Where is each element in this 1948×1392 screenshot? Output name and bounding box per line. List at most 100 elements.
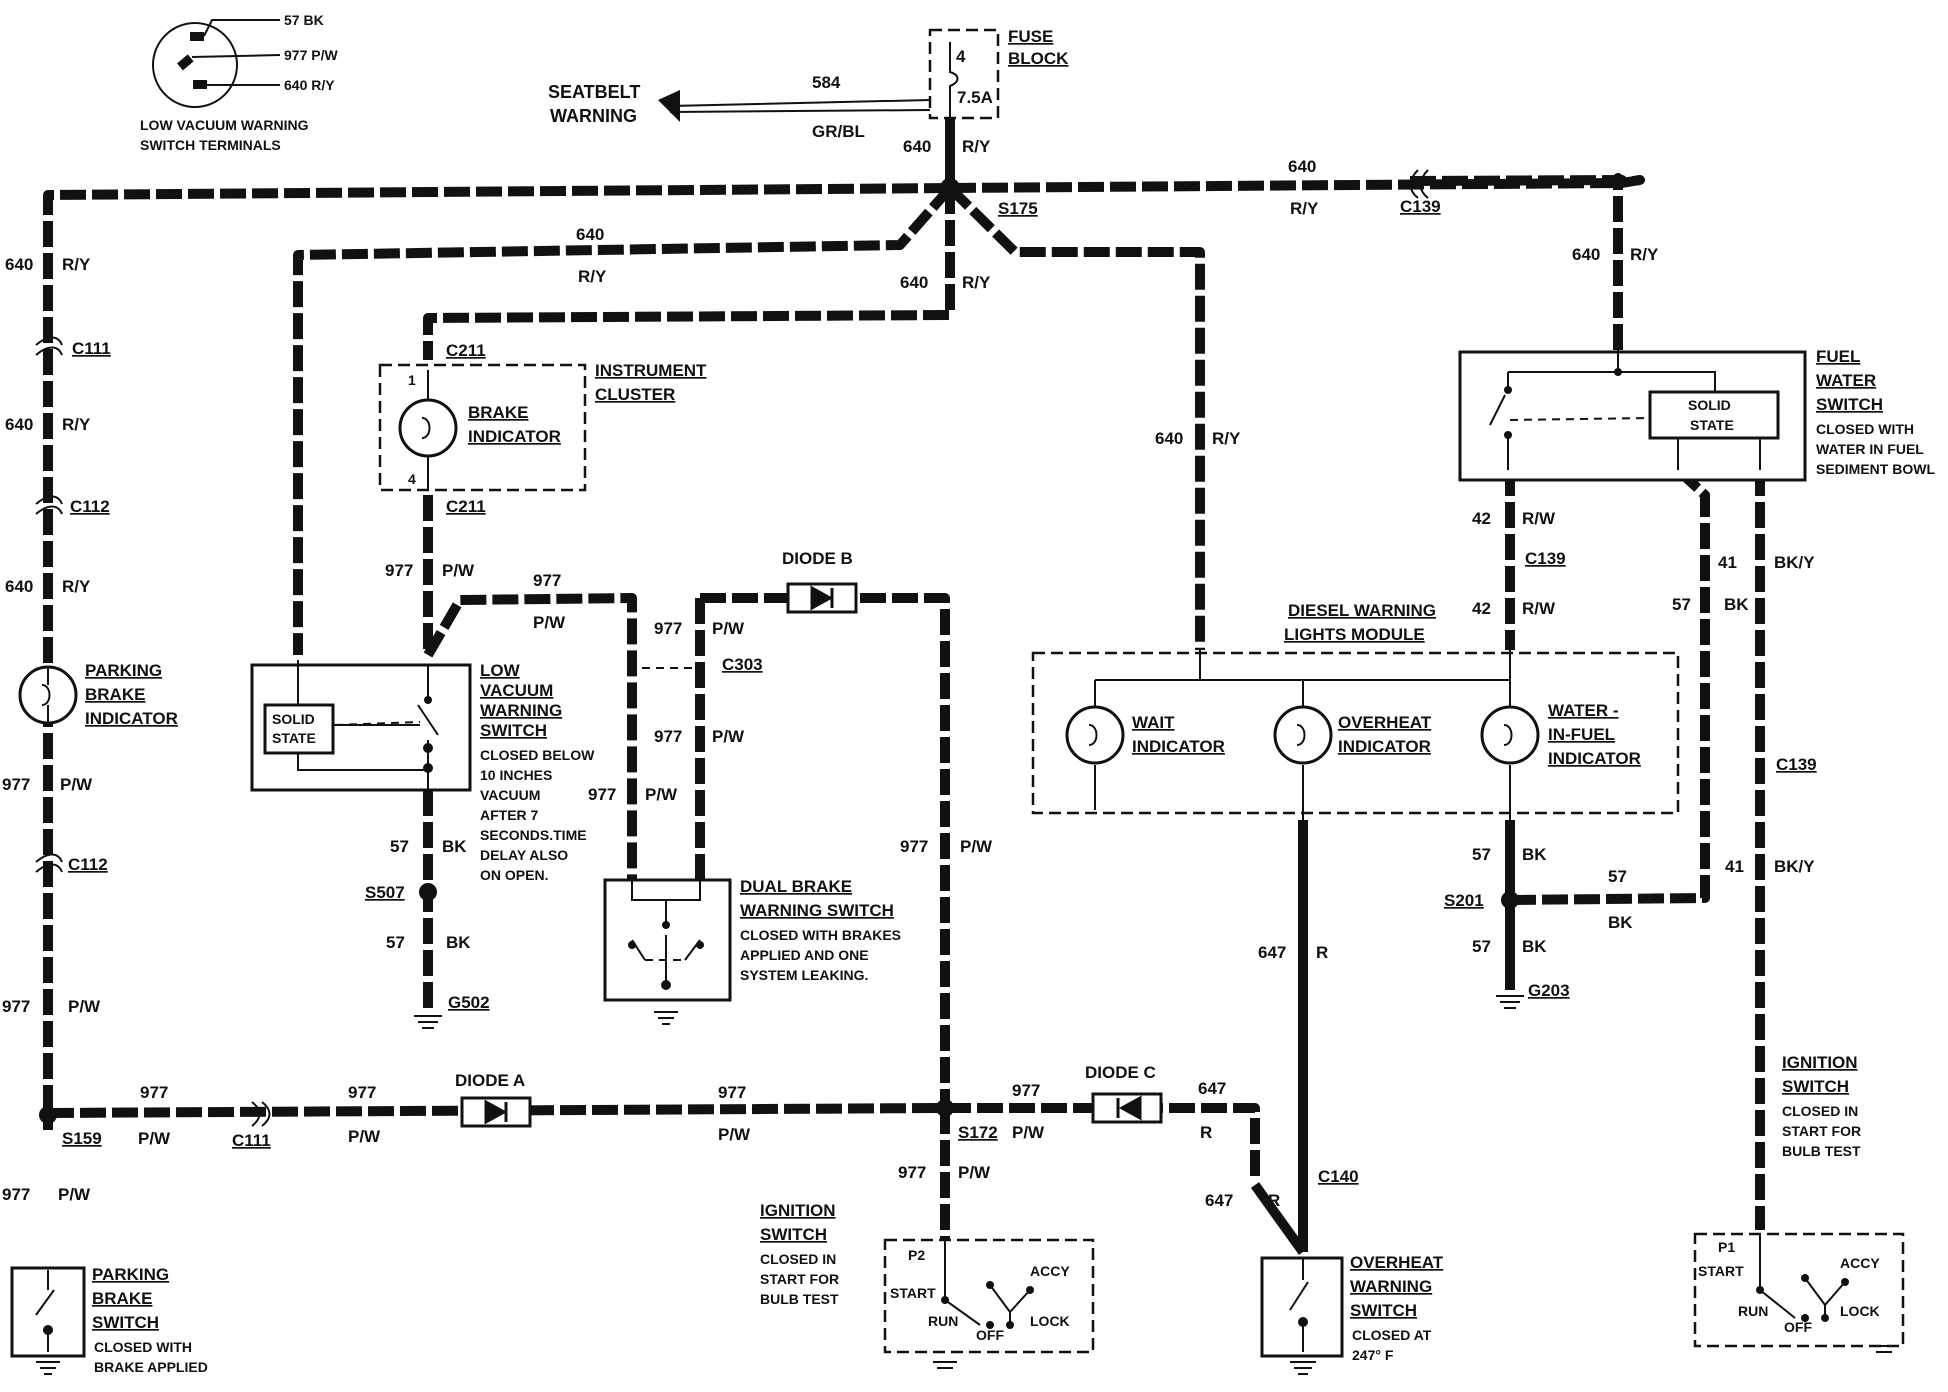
label-pw-left-1: P/W (60, 775, 93, 794)
wire-640-bus-right (949, 173, 1645, 193)
label-41-top: 41 (1718, 553, 1737, 572)
label-640-branch: 640 (576, 225, 604, 244)
diesel-module-line2: LIGHTS MODULE (1284, 625, 1425, 644)
label-977-cluster: 977 (385, 561, 413, 580)
overheat-switch-note-2: 247° F (1352, 1347, 1394, 1363)
low-vac-note-4: AFTER 7 (480, 807, 539, 823)
dual-brake-line2: WARNING SWITCH (740, 901, 894, 920)
label-647-module: 647 (1258, 943, 1286, 962)
low-vac-line1: LOW (480, 661, 521, 680)
cluster-pin-1: 1 (408, 372, 416, 388)
ground-g203-symbol (1496, 995, 1524, 1009)
label-bk-s201: BK (1608, 913, 1633, 932)
label-ry-down: R/Y (962, 273, 991, 292)
label-ry-right: R/Y (1630, 245, 1659, 264)
label-rw-top: R/W (1522, 509, 1556, 528)
parking-brake-indicator-line3: INDICATOR (85, 709, 178, 728)
wire-640-to-fuel-switch-main (1409, 175, 1623, 350)
terminals-caption-line2: SWITCH TERMINALS (140, 137, 281, 153)
label-977-c303-c: 977 (588, 785, 616, 804)
connector-c139-top (1409, 169, 1429, 199)
low-vac-note-5: SECONDS.TIME (480, 827, 587, 843)
ignition-switch-p2: P2 START RUN OFF LOCK ACCY IGNITION SWIT… (760, 1201, 1095, 1369)
label-640-top: 640 (1288, 157, 1316, 176)
label-bk-fuel: BK (1724, 595, 1749, 614)
label-977-diodec: 977 (1012, 1081, 1040, 1100)
low-vacuum-terminals: 57 BK 977 P/W 640 R/Y LOW VACUUM WARNING… (140, 12, 338, 153)
water-indicator-line2: IN-FUEL (1548, 725, 1615, 744)
label-977-c303-top: 977 (533, 571, 561, 590)
dual-brake-line1: DUAL BRAKE (740, 877, 852, 896)
label-41-bottom: 41 (1725, 857, 1744, 876)
parking-brake-switch: PARKING BRAKE SWITCH CLOSED WITH BRAKE A… (10, 1265, 208, 1375)
label-pw-c303-a: P/W (712, 619, 745, 638)
ignition-p1-off: OFF (1784, 1319, 1812, 1335)
diode-c: DIODE C (1085, 1063, 1163, 1124)
ignition-p1-note-2: START FOR (1782, 1123, 1861, 1139)
label-57-lowvac-2: 57 (386, 933, 405, 952)
label-640-fuse: 640 (903, 137, 931, 156)
label-pw-s159: P/W (138, 1129, 171, 1148)
label-647-diodec: 647 (1198, 1079, 1226, 1098)
wire-977-diodeB (700, 593, 950, 1108)
label-bk-g203: BK (1522, 937, 1547, 956)
label-pw-cluster: P/W (442, 561, 475, 580)
parking-switch-note-1: CLOSED WITH (94, 1339, 192, 1355)
wire-584-number: 584 (812, 73, 841, 92)
ignition-p1-note-3: BULB TEST (1782, 1143, 1861, 1159)
ground-g502-symbol (414, 1015, 442, 1029)
fuse-pin-4: 4 (956, 47, 966, 66)
label-640-module: 640 (1155, 429, 1183, 448)
label-pw-left-3: P/W (58, 1185, 91, 1204)
label-977-left-3: 977 (2, 1185, 30, 1204)
label-ry-left-3: R/Y (62, 577, 91, 596)
ignition-p2-off: OFF (976, 1327, 1004, 1343)
water-indicator-line1: WATER - (1548, 701, 1619, 720)
fuel-water-note-3: SEDIMENT BOWL (1816, 461, 1935, 477)
label-57-g203: 57 (1472, 937, 1491, 956)
low-vac-note-2: 10 INCHES (480, 767, 552, 783)
label-pw-c303-top: P/W (533, 613, 566, 632)
parking-brake-indicator-line1: PARKING (85, 661, 162, 680)
fuse-label-line1: FUSE (1008, 27, 1053, 46)
ignition-p2-pin: P2 (908, 1247, 925, 1263)
label-977-p2: 977 (898, 1163, 926, 1182)
label-rw-bottom: R/W (1522, 599, 1556, 618)
low-vac-note-7: ON OPEN. (480, 867, 548, 883)
instrument-cluster: 1 4 BRAKE INDICATOR INSTRUMENT CLUSTER (378, 361, 707, 492)
ignition-p2-lock: LOCK (1030, 1313, 1070, 1329)
label-r-c140: R (1268, 1191, 1280, 1210)
diode-a-label: DIODE A (455, 1071, 525, 1090)
label-977-left-2: 977 (2, 997, 30, 1016)
low-vac-line4: SWITCH (480, 721, 547, 740)
label-57-s201: 57 (1608, 867, 1627, 886)
splice-s172-dot (936, 1099, 954, 1117)
connector-c111-left-label: C111 (72, 339, 111, 358)
terminals-caption-line1: LOW VACUUM WARNING (140, 117, 309, 133)
label-pw-p2: P/W (958, 1163, 991, 1182)
ground-g502-label: G502 (448, 993, 490, 1012)
ignition-p1-pin: P1 (1718, 1239, 1735, 1255)
wire-977-diodeC (945, 1103, 1260, 1180)
ignition-p2-run: RUN (928, 1313, 958, 1329)
connector-c111-bottom-label: C111 (232, 1131, 271, 1150)
low-vac-note-1: CLOSED BELOW (480, 747, 595, 763)
label-pw-c303-c: P/W (645, 785, 678, 804)
connector-c211-bottom-label: C211 (446, 497, 486, 516)
label-pw-bottom-3: P/W (718, 1125, 751, 1144)
dual-brake-switch: DUAL BRAKE WARNING SWITCH CLOSED WITH BR… (603, 877, 901, 1025)
splice-s175-dot (940, 178, 960, 198)
overheat-switch-line3: SWITCH (1350, 1301, 1417, 1320)
diode-b-label: DIODE B (782, 549, 853, 568)
fuse-rating: 7.5A (957, 88, 993, 107)
splice-s201-label: S201 (1444, 891, 1484, 910)
wire-640-branch-cluster (423, 188, 955, 360)
splice-s201-dot (1501, 891, 1519, 909)
terminal-977pw-label: 977 P/W (284, 47, 338, 63)
ignition-p2-title-2: SWITCH (760, 1225, 827, 1244)
overheat-switch-line2: WARNING (1350, 1277, 1432, 1296)
low-vac-line3: WARNING (480, 701, 562, 720)
low-vacuum-switch: SOLID STATE LOW VACUUM WARNING SWITCH CL… (250, 660, 595, 883)
connector-c139-top-label: C139 (1400, 197, 1441, 216)
